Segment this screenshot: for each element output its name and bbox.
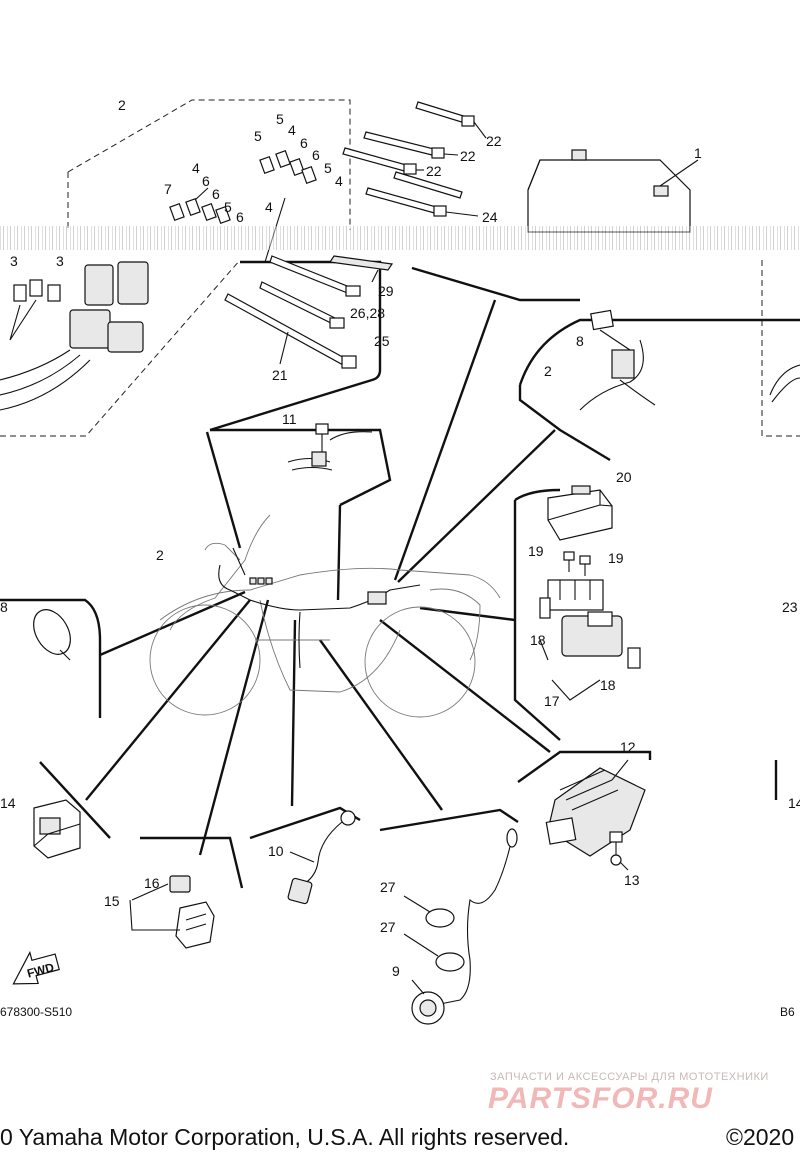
callout-16: 16 bbox=[144, 875, 160, 891]
starter-relay-17 bbox=[539, 579, 641, 701]
screws-19 bbox=[563, 551, 591, 576]
leader-lines bbox=[85, 299, 556, 856]
cable-ties bbox=[224, 101, 487, 369]
callout-27b: 27 bbox=[380, 919, 396, 935]
callout-6b: 6 bbox=[312, 147, 320, 163]
callout-4c: 4 bbox=[335, 173, 343, 189]
callout-29: 29 bbox=[378, 283, 394, 299]
fuse-block-icon bbox=[169, 149, 317, 225]
cable-tie-22a bbox=[415, 101, 487, 139]
callout-14-right: 14 bbox=[788, 795, 800, 811]
callout-18b: 18 bbox=[600, 677, 616, 693]
callout-9: 9 bbox=[392, 963, 400, 979]
panel-outlines bbox=[0, 260, 800, 889]
cable-tie-22b bbox=[363, 131, 459, 159]
relay-cover-20 bbox=[547, 485, 613, 541]
callout-6e: 6 bbox=[236, 209, 244, 225]
callout-23: 23 bbox=[782, 599, 798, 615]
callout-2b: 2 bbox=[544, 363, 552, 379]
band-29 bbox=[328, 255, 394, 283]
callout-24: 24 bbox=[482, 209, 498, 225]
callout-1: 1 bbox=[694, 145, 702, 161]
callout-19b: 19 bbox=[608, 550, 624, 566]
callout-8-left: 8 bbox=[0, 599, 8, 615]
cable-tie-26-28 bbox=[269, 255, 361, 297]
wire-harness-installed bbox=[218, 547, 421, 669]
relay-14 bbox=[33, 799, 81, 859]
callout-18a: 18 bbox=[530, 632, 546, 648]
regulator-12 bbox=[545, 759, 646, 857]
relay-8 bbox=[579, 309, 656, 411]
electrical-parts-diagram: FWD 1 2 2 2 3 3 4 4 4 4 5 5 5 5 6 6 6 6 … bbox=[0, 97, 800, 1025]
callout-12: 12 bbox=[620, 739, 636, 755]
copyright-notice: 0 Yamaha Motor Corporation, U.S.A. All r… bbox=[0, 1124, 570, 1150]
bolt-13 bbox=[609, 831, 629, 871]
callout-27a: 27 bbox=[380, 879, 396, 895]
horn-left bbox=[33, 609, 71, 661]
fwd-label: FWD bbox=[25, 960, 55, 981]
cable-tie-21 bbox=[224, 293, 357, 369]
motorcycle-outline bbox=[149, 514, 501, 718]
watermark-brand: PARTSFOR.RU bbox=[488, 1082, 713, 1115]
callout-6d: 6 bbox=[212, 186, 220, 202]
fwd-arrow-icon bbox=[12, 950, 60, 985]
callout-5a: 5 bbox=[276, 111, 284, 127]
sensor-9 bbox=[411, 828, 518, 1025]
callout-13: 13 bbox=[624, 872, 640, 888]
right-harness-fragment bbox=[769, 364, 800, 403]
fuse-box-assembly bbox=[0, 261, 149, 411]
callout-21: 21 bbox=[272, 367, 288, 383]
callout-22c: 22 bbox=[426, 163, 442, 179]
callout-25: 25 bbox=[374, 333, 390, 349]
callout-17: 17 bbox=[544, 693, 560, 709]
callout-26-28: 26,28 bbox=[350, 305, 385, 321]
callout-22b: 22 bbox=[460, 148, 476, 164]
cable-tie-24 bbox=[365, 171, 479, 217]
callout-22a: 22 bbox=[486, 133, 502, 149]
callout-8: 8 bbox=[576, 333, 584, 349]
callout-6c: 6 bbox=[202, 173, 210, 189]
diagram-ref-left: 678300-S510 bbox=[0, 1005, 72, 1019]
cable-tie-25 bbox=[259, 281, 345, 329]
callout-5d: 5 bbox=[224, 199, 232, 215]
callout-5c: 5 bbox=[324, 160, 332, 176]
callout-3b: 3 bbox=[56, 253, 64, 269]
callout-4b: 4 bbox=[288, 122, 296, 138]
sensor-10 bbox=[287, 810, 356, 905]
group-box-fuses bbox=[0, 99, 351, 437]
clamps-27 bbox=[403, 895, 465, 972]
callout-6a: 6 bbox=[300, 135, 308, 151]
diagram-ref-right: B6 bbox=[780, 1005, 795, 1019]
copyright-year: ©2020 bbox=[726, 1124, 795, 1150]
scan-noise-band bbox=[0, 226, 800, 250]
callout-3a: 3 bbox=[10, 253, 18, 269]
callout-4d: 4 bbox=[265, 199, 273, 215]
callout-11: 11 bbox=[282, 411, 297, 427]
callout-20: 20 bbox=[616, 469, 632, 485]
callout-7: 7 bbox=[164, 181, 172, 197]
callout-15: 15 bbox=[104, 893, 120, 909]
callout-labels: 1 2 2 2 3 3 4 4 4 4 5 5 5 5 6 6 6 6 6 7 … bbox=[0, 97, 800, 1019]
fuse-group bbox=[169, 149, 317, 263]
callout-5b: 5 bbox=[254, 128, 262, 144]
connector-15-16 bbox=[129, 875, 215, 949]
callout-19a: 19 bbox=[528, 543, 544, 559]
group-box-right bbox=[761, 260, 800, 437]
battery bbox=[411, 149, 699, 301]
callout-2a: 2 bbox=[118, 97, 126, 113]
callout-10: 10 bbox=[268, 843, 284, 859]
cable-tie-22c bbox=[342, 147, 424, 175]
callout-4a: 4 bbox=[192, 160, 200, 176]
callout-2c: 2 bbox=[156, 547, 164, 563]
ground-bolt-11 bbox=[287, 423, 373, 471]
callout-14: 14 bbox=[0, 795, 16, 811]
watermark-tagline: ЗАПЧАСТИ И АКСЕССУАРЫ ДЛЯ МОТОТЕХНИКИ bbox=[490, 1071, 769, 1083]
